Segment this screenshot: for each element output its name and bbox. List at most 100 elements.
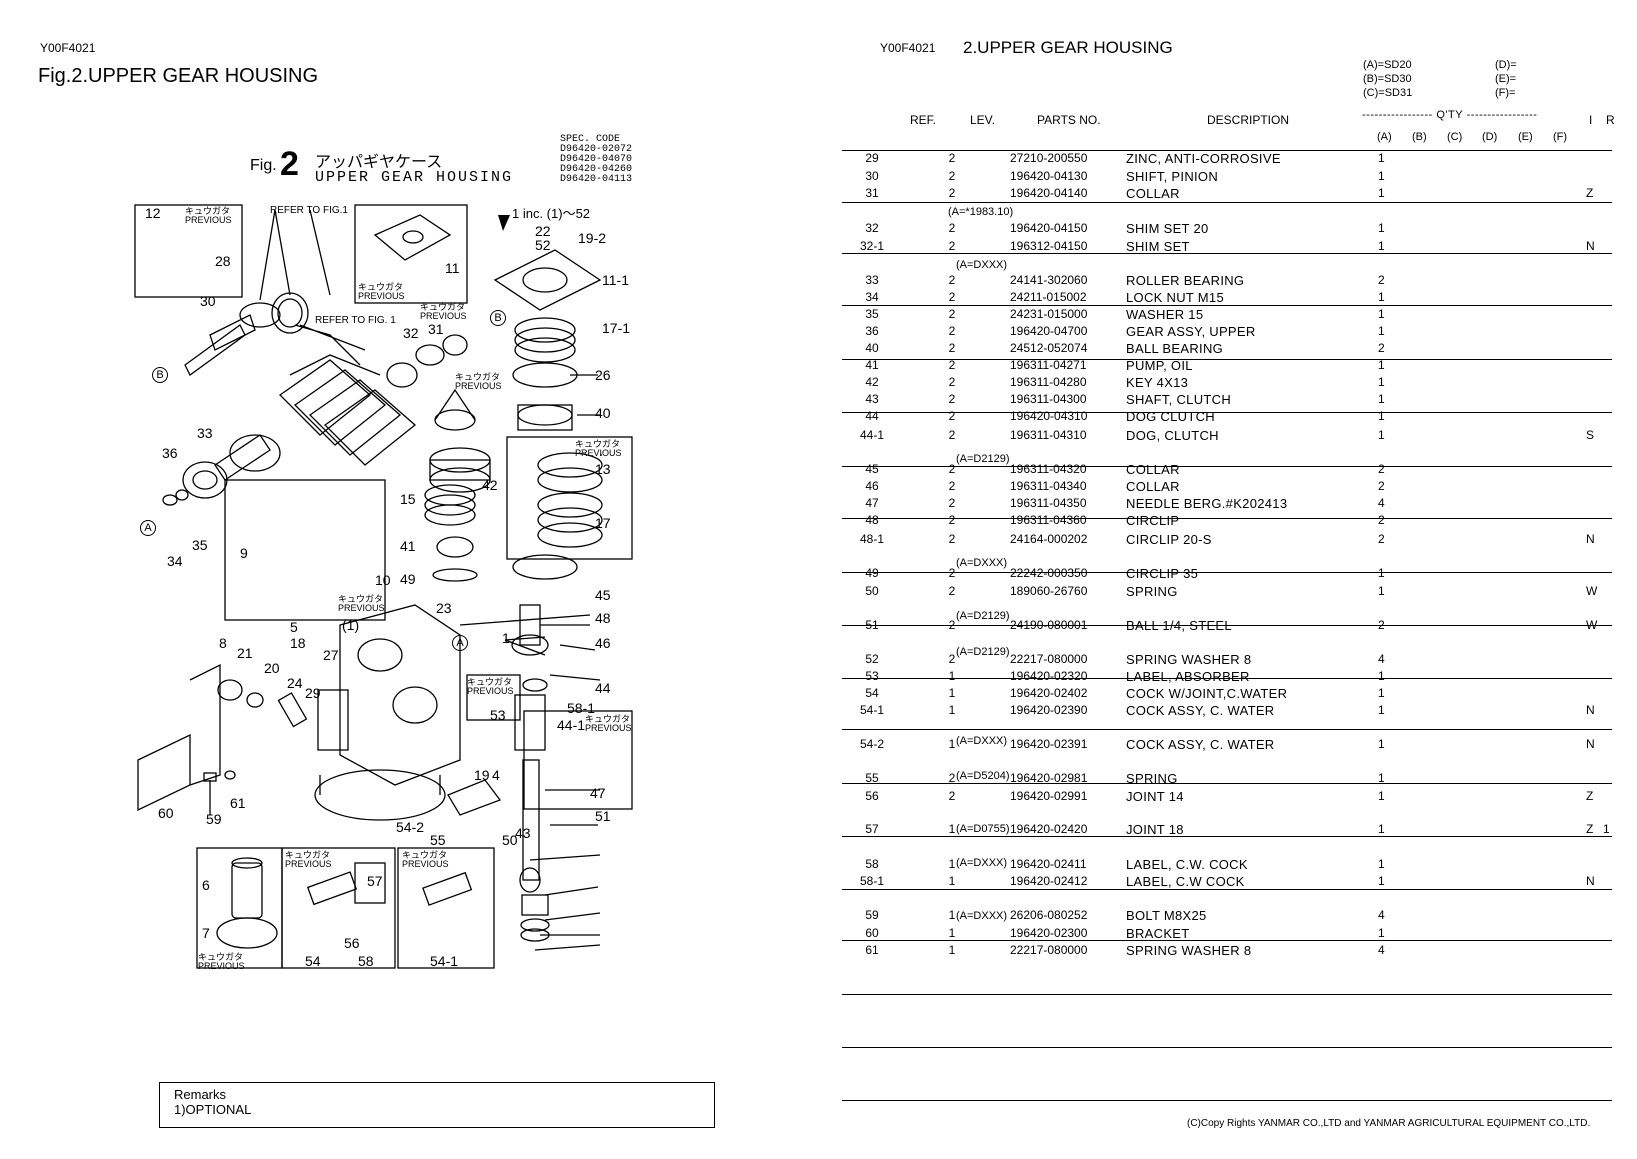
description-cell: SPRING xyxy=(1126,584,1178,599)
qty-cell: 1 xyxy=(1378,307,1385,321)
qty-cell: 1 xyxy=(1378,428,1385,442)
description-cell: SHAFT, CLUTCH xyxy=(1126,392,1232,407)
callout: 34 xyxy=(167,553,183,569)
description-cell: KEY 4X13 xyxy=(1126,375,1189,390)
callout: 15 xyxy=(400,491,416,507)
description-cell: COCK ASSY, C. WATER xyxy=(1126,737,1275,752)
spec-code-3: D96420-04260 xyxy=(560,164,633,175)
description-cell: LABEL, C.W COCK xyxy=(1126,874,1245,889)
part-number-cell: 24231-015000 xyxy=(1010,307,1088,321)
qty-cell: 2 xyxy=(1378,618,1385,632)
part-number-cell: 196420-04700 xyxy=(1010,324,1088,338)
part-number-cell: 27210-200550 xyxy=(1010,151,1088,165)
i-cell: N xyxy=(1586,703,1595,717)
description-cell: ZINC, ANTI-CORROSIVE xyxy=(1126,151,1281,166)
callout: 31 xyxy=(428,321,444,337)
applicability-note: (A=D2129) xyxy=(956,610,1010,622)
callout: 52 xyxy=(535,237,551,253)
callout: 1 xyxy=(502,630,510,646)
description-cell: LABEL, C.W. COCK xyxy=(1126,857,1248,872)
callout: 51 xyxy=(595,808,611,824)
qty-cell: 1 xyxy=(1378,584,1385,598)
lev-cell: 2 xyxy=(948,652,956,666)
lev-cell: 2 xyxy=(948,151,956,165)
qty-cell: 2 xyxy=(1378,341,1385,355)
lev-cell: 2 xyxy=(948,169,956,183)
remarks-text: 1)OPTIONAL xyxy=(174,1102,252,1117)
table-rule xyxy=(842,202,1612,203)
lev-cell: 2 xyxy=(948,392,956,406)
qty-cell: 2 xyxy=(1378,273,1385,287)
qty-cell: 1 xyxy=(1378,669,1385,683)
callout-marker-b: B xyxy=(152,367,168,383)
r-cell: 1 xyxy=(1603,822,1610,836)
callout: 58-1 xyxy=(567,700,596,716)
ref-cell: 45 xyxy=(865,462,879,476)
qty-cell: 2 xyxy=(1378,462,1385,476)
fig-number: 2 xyxy=(280,145,299,183)
callout: 12 xyxy=(145,205,161,221)
qty-cell: 2 xyxy=(1378,479,1385,493)
callout: 54-1 xyxy=(430,953,459,969)
spec-code-label: SPEC. CODE xyxy=(560,134,621,145)
description-cell: BRACKET xyxy=(1126,926,1190,941)
i-cell: Z xyxy=(1586,186,1594,200)
part-number-cell: 196420-02412 xyxy=(1010,874,1088,888)
description-cell: BALL 1/4, STEEL xyxy=(1126,618,1232,633)
part-number-cell: 196420-04130 xyxy=(1010,169,1088,183)
qty-cell: 1 xyxy=(1378,857,1385,871)
description-cell: DOG, CLUTCH xyxy=(1126,428,1219,443)
lev-cell: 2 xyxy=(948,273,956,287)
qty-cell: 4 xyxy=(1378,652,1385,666)
qty-cell: 1 xyxy=(1378,822,1385,836)
callout: 24 xyxy=(287,675,303,691)
applicability-note: (A=D0755) xyxy=(956,823,1010,835)
description-cell: LABEL, ABSORBER xyxy=(1126,669,1250,684)
callout: 35 xyxy=(192,537,208,553)
callout: 44-1 xyxy=(557,717,586,733)
callout: 7 xyxy=(202,925,210,941)
ref-cell: 48 xyxy=(865,513,879,527)
callout: 57 xyxy=(367,873,383,889)
ref-cell: 53 xyxy=(865,669,879,683)
description-cell: SHIFT, PINION xyxy=(1126,169,1219,184)
qty-cell: 4 xyxy=(1378,943,1385,957)
description-cell: WASHER 15 xyxy=(1126,307,1204,322)
qty-cell: 1 xyxy=(1378,375,1385,389)
table-rule xyxy=(842,518,1612,519)
description-cell: SPRING WASHER 8 xyxy=(1126,943,1252,958)
callout: 26 xyxy=(595,367,611,383)
remarks-title: Remarks xyxy=(174,1087,227,1102)
callout: 4 xyxy=(492,767,500,783)
exploded-parts-diagram: SPEC. CODE D96420-02072 D96420-04070 D96… xyxy=(130,135,670,1015)
description-cell: JOINT 14 xyxy=(1126,789,1184,804)
qty-cell: 1 xyxy=(1378,221,1385,235)
description-cell: COLLAR xyxy=(1126,479,1180,494)
qty-cell: 1 xyxy=(1378,926,1385,940)
qty-cell: 1 xyxy=(1378,324,1385,338)
callout: 40 xyxy=(595,405,611,421)
table-rule xyxy=(842,889,1612,890)
lev-cell: 1 xyxy=(948,686,956,700)
header-ref: REF. xyxy=(910,113,937,127)
ref-cell: 54-1 xyxy=(859,703,885,717)
part-number-cell: 196311-04350 xyxy=(1010,496,1087,510)
lev-cell: 1 xyxy=(948,943,956,957)
callout: 49 xyxy=(400,571,416,587)
qty-cell: 1 xyxy=(1378,239,1385,253)
i-cell: Z xyxy=(1586,789,1594,803)
callout: 47 xyxy=(590,785,606,801)
table-rule xyxy=(842,150,1612,151)
qty-cell: 1 xyxy=(1378,789,1385,803)
